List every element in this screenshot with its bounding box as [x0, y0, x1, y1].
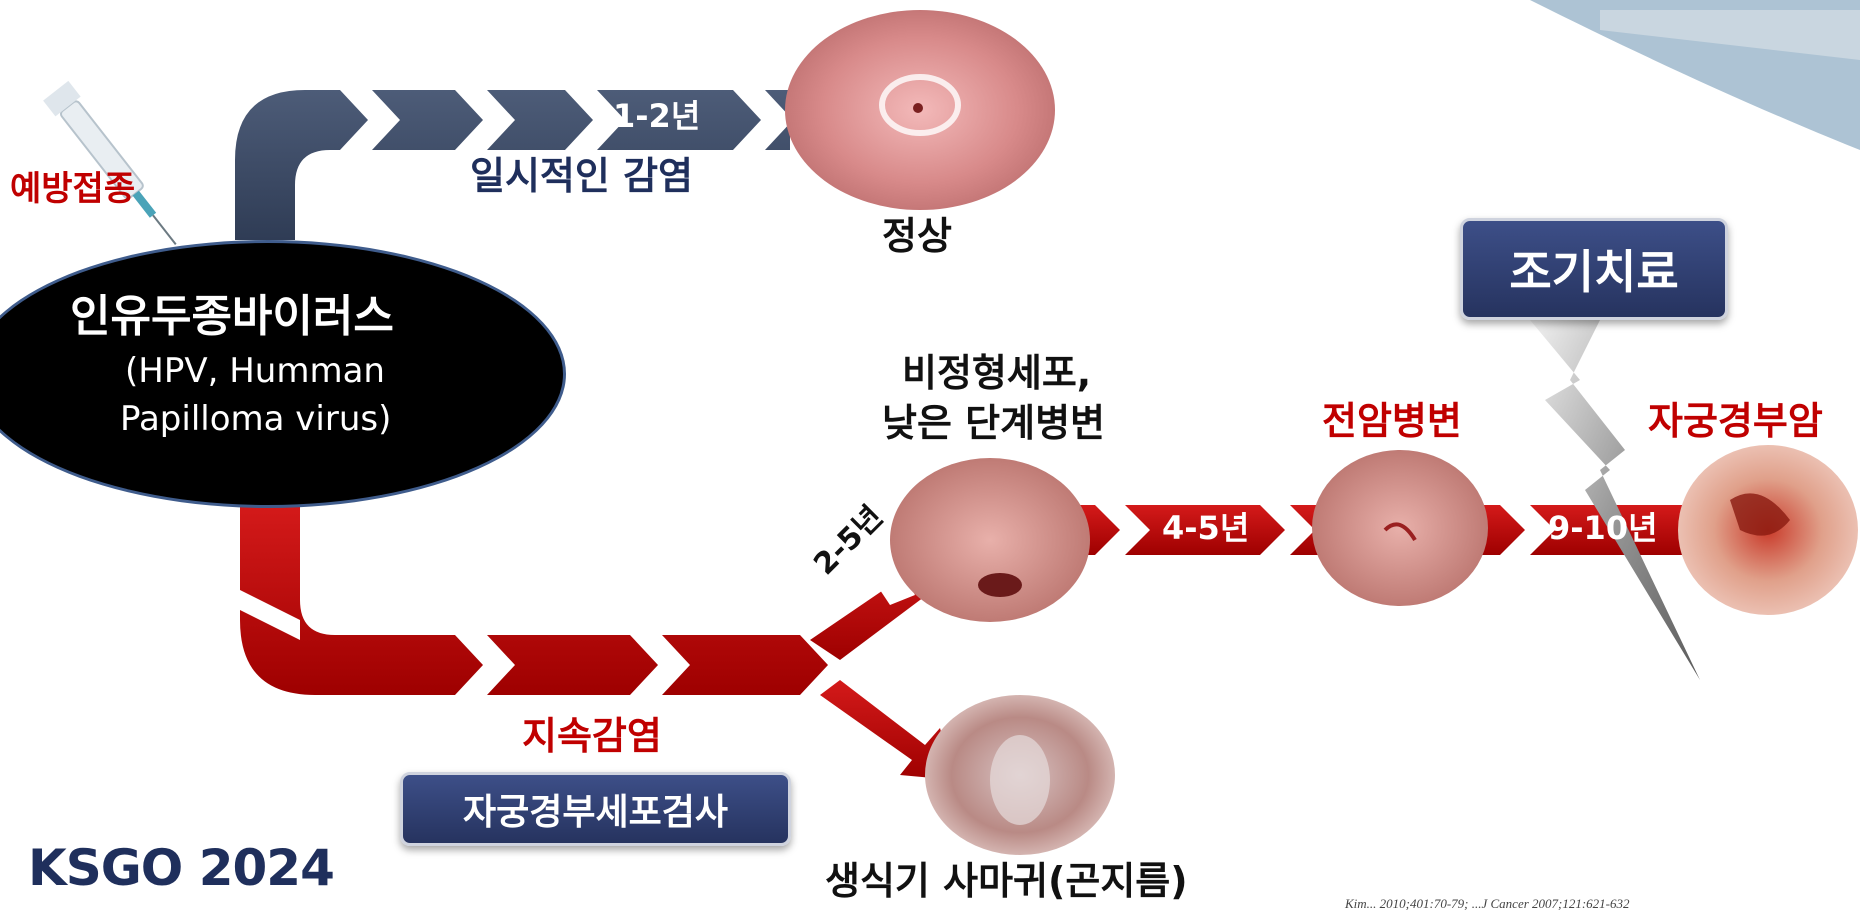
virus-subtitle-line2: Papilloma virus): [120, 399, 392, 439]
lower-path-chevrons: [240, 590, 860, 695]
lightning-bolt-icon: [1530, 320, 1700, 680]
normal-label: 정상: [882, 214, 952, 258]
persistent-infection-label: 지속감염: [522, 714, 662, 758]
to-precancer-duration-label: 4-5년: [1162, 509, 1250, 547]
genital-wart-label: 생식기 사마귀(곤지름): [825, 859, 1188, 903]
early-treatment-box: 조기치료: [1460, 218, 1728, 320]
citation-text: Kim... 2010;401:70-79; ...J Cancer 2007;…: [1345, 896, 1630, 911]
low-grade-label-line2: 낮은 단계병변: [882, 401, 1105, 445]
precancer-lesion-image: [1312, 450, 1488, 606]
upper-path-chevrons: [340, 90, 793, 150]
upper-duration-label: 1-2년: [613, 97, 701, 135]
to-cancer-duration-label: 9-10년: [1548, 509, 1658, 547]
low-grade-lesion-image: [890, 458, 1090, 622]
syringe-icon: [43, 80, 177, 246]
transient-infection-label: 일시적인 감염: [470, 154, 693, 198]
branch-down-arrow: [820, 680, 955, 780]
ksgo-logo: KSGO 2024: [28, 839, 335, 897]
virus-title: 인유두종바이러스: [70, 291, 394, 342]
low-grade-label-line1: 비정형세포,: [902, 351, 1092, 395]
lower-path-curve: [240, 505, 830, 695]
precancer-label: 전암병변: [1322, 399, 1462, 443]
cancer-label: 자궁경부암: [1648, 399, 1823, 443]
vaccination-label: 예방접종: [10, 169, 136, 209]
progression-chevrons: [1095, 505, 1555, 555]
pap-smear-box: 자궁경부세포검사: [400, 772, 791, 846]
virus-subtitle-line1: (HPV, Humman: [125, 351, 385, 391]
virus-ellipse: [0, 240, 566, 508]
